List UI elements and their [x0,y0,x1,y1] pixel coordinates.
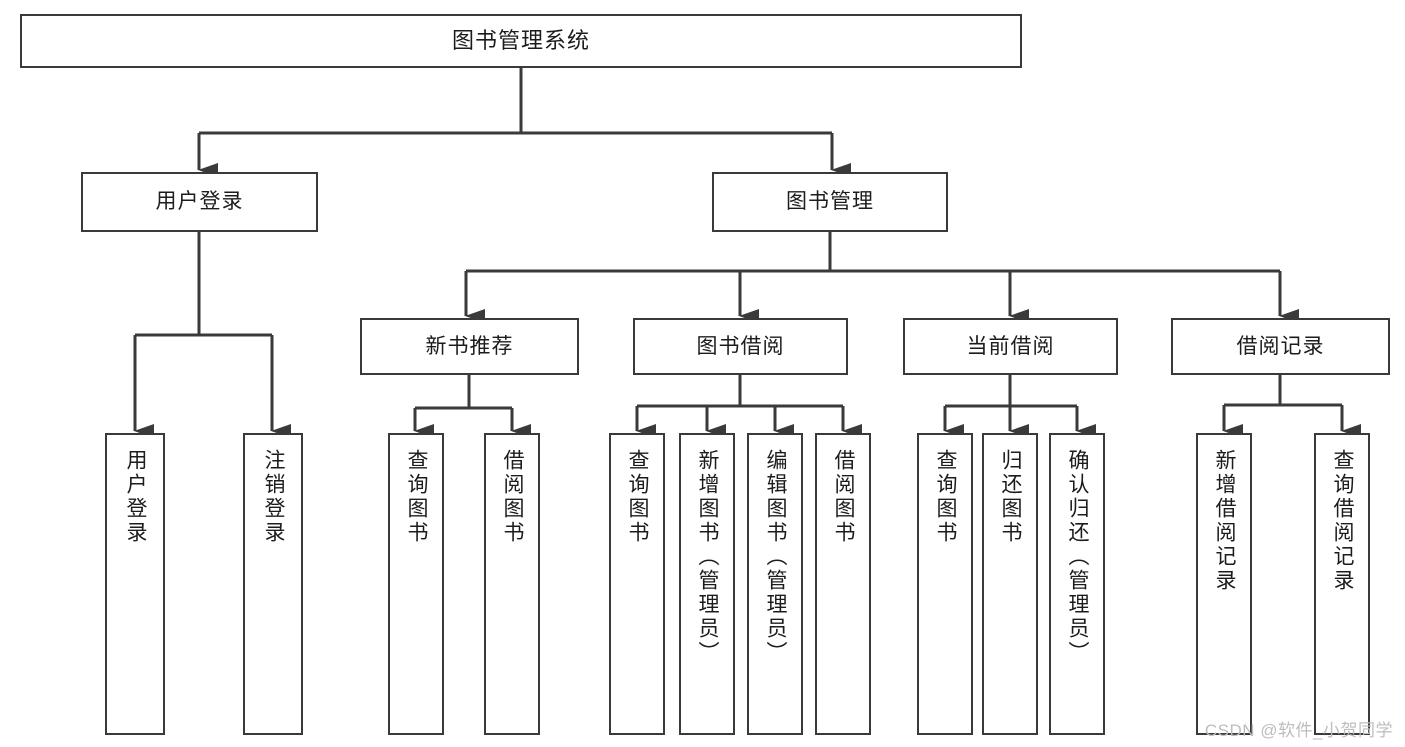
node-borrow-record-label: 借阅记录 [1236,334,1325,358]
leaf-query-record[interactable]: 查询借阅记录 [1314,433,1370,735]
node-new-book-recommend[interactable]: 新书推荐 [360,318,579,375]
leaf-return-book-label: 归还图书 [999,449,1023,545]
leaf-query-book-1-label: 查询图书 [405,449,429,545]
node-book-manage[interactable]: 图书管理 [712,172,948,232]
leaf-add-record-label: 新增借阅记录 [1213,449,1237,593]
node-user-login[interactable]: 用户登录 [81,172,318,232]
node-current-borrow[interactable]: 当前借阅 [903,318,1118,375]
leaf-query-book-2-label: 查询图书 [626,449,650,545]
leaf-user-login-label: 用户登录 [124,449,148,545]
leaf-add-book-label: 新增图书（管理员） [696,449,720,665]
leaf-query-book-1[interactable]: 查询图书 [388,433,444,735]
leaf-logout-login-label: 注销登录 [262,449,286,545]
leaf-query-book-2[interactable]: 查询图书 [609,433,665,735]
node-book-borrow-label: 图书借阅 [696,334,785,358]
node-user-login-label: 用户登录 [155,190,244,214]
node-book-borrow[interactable]: 图书借阅 [633,318,848,375]
leaf-confirm-return[interactable]: 确认归还（管理员） [1049,433,1105,735]
leaf-borrow-book-1[interactable]: 借阅图书 [484,433,540,735]
leaf-return-book[interactable]: 归还图书 [982,433,1038,735]
leaf-user-login[interactable]: 用户登录 [105,433,165,735]
leaf-borrow-book-2-label: 借阅图书 [832,449,856,545]
leaf-logout-login[interactable]: 注销登录 [243,433,303,735]
node-new-book-recommend-label: 新书推荐 [425,334,514,358]
node-root[interactable]: 图书管理系统 [20,14,1022,68]
node-borrow-record[interactable]: 借阅记录 [1171,318,1390,375]
leaf-query-book-3[interactable]: 查询图书 [917,433,973,735]
leaf-query-record-label: 查询借阅记录 [1331,449,1355,593]
leaf-confirm-return-label: 确认归还（管理员） [1066,449,1090,665]
node-current-borrow-label: 当前借阅 [966,334,1055,358]
leaf-edit-book[interactable]: 编辑图书（管理员） [747,433,803,735]
node-book-manage-label: 图书管理 [786,190,874,214]
csdn-watermark: CSDN @软件_小贺同学 [1204,721,1393,740]
leaf-borrow-book-2[interactable]: 借阅图书 [815,433,871,735]
leaf-add-book[interactable]: 新增图书（管理员） [679,433,735,735]
node-root-label: 图书管理系统 [451,27,590,53]
leaf-add-record[interactable]: 新增借阅记录 [1196,433,1252,735]
leaf-borrow-book-1-label: 借阅图书 [501,449,525,545]
leaf-query-book-3-label: 查询图书 [934,449,958,545]
leaf-edit-book-label: 编辑图书（管理员） [764,449,788,665]
